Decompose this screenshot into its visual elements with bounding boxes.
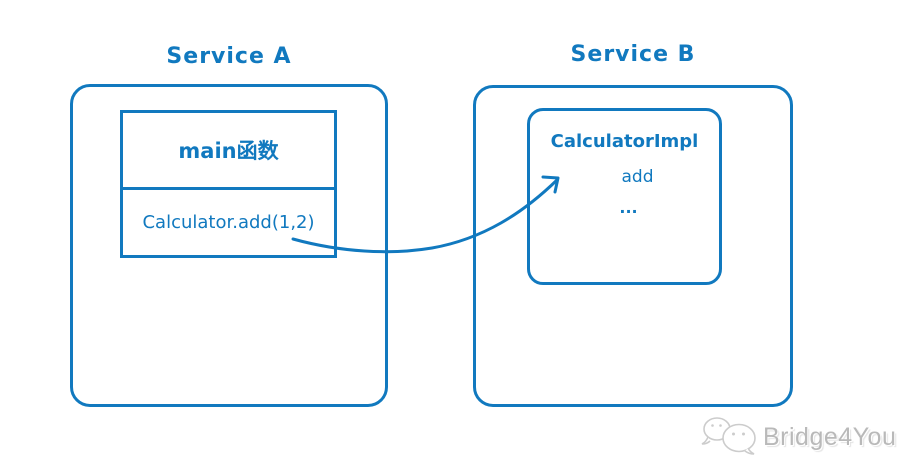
service-a-title: Service A xyxy=(166,44,292,69)
service-b-title: Service B xyxy=(570,42,696,67)
impl-ellipsis: ... xyxy=(619,198,638,217)
calculator-impl-box: CalculatorImpl add ... xyxy=(527,108,722,285)
brand-name: Bridge4You xyxy=(763,422,897,451)
calculator-add-call-cell: Calculator.add(1,2) xyxy=(142,212,315,233)
watermark: Bridge4You xyxy=(698,414,896,460)
wechat-logo-icon xyxy=(701,417,756,455)
impl-method-add: add xyxy=(621,167,654,187)
service-a-call-stack: main函数 Calculator.add(1,2) xyxy=(120,110,337,258)
main-function-cell: main函数 xyxy=(123,113,334,190)
impl-class-name: CalculatorImpl xyxy=(550,131,699,152)
